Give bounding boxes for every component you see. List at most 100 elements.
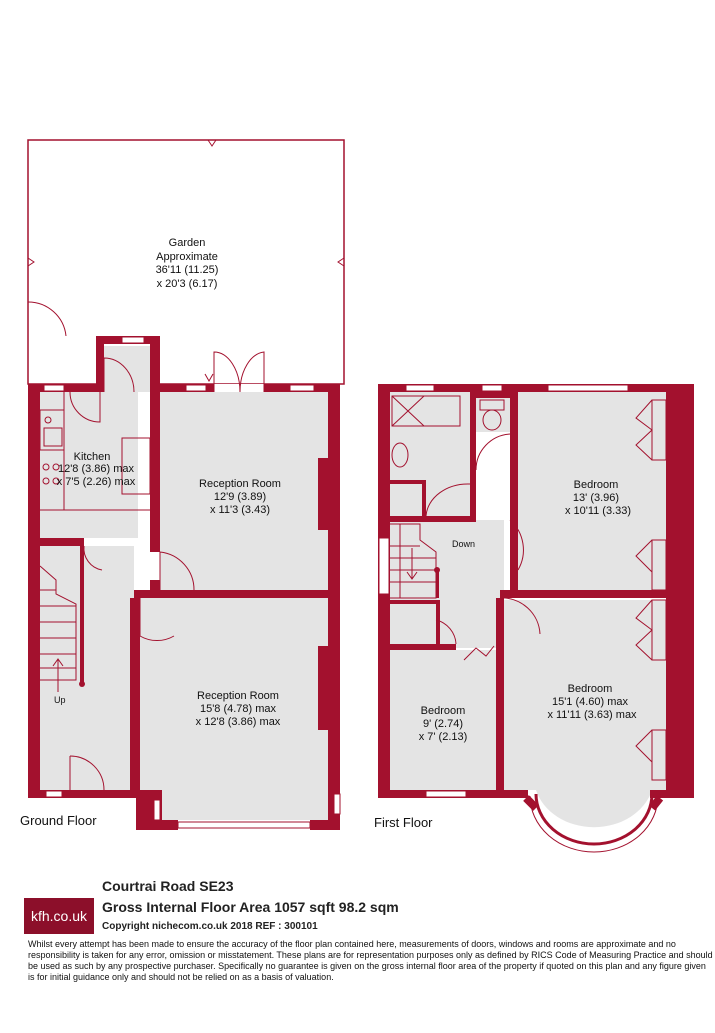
wall-wc-north (474, 392, 514, 398)
reception-room-2-floor (140, 598, 328, 820)
wall-porch-west (96, 336, 104, 392)
entry-arrow (204, 373, 214, 383)
french-door-right (239, 351, 265, 393)
wall-bedroom2-west (496, 598, 504, 790)
wall-hall-reception (130, 598, 140, 790)
first-floor-label: First Floor (374, 815, 433, 830)
shower-icon (391, 395, 425, 427)
garden-arrow-top (207, 139, 217, 147)
ground-floor-label: Ground Floor (20, 813, 97, 828)
wall-stub (150, 580, 160, 598)
bedroom-1-dim-1: 13' (3.96) (573, 492, 619, 504)
reception-room-2-dim-1: 15'8 (4.78) max (200, 703, 277, 715)
wall-ground-west (28, 384, 40, 798)
wall-first-north (378, 384, 694, 392)
bay-window-arc (534, 793, 654, 846)
bedroom-2-dim-2: x 11'11 (3.63) max (547, 709, 637, 721)
toilet-icon (482, 409, 502, 431)
bedroom-1-dim-2: x 10'11 (3.33) (565, 505, 631, 517)
wardrobe-3-doors (635, 599, 653, 661)
kitchen-dim-1: 12'8 (3.86) max (58, 463, 135, 475)
stair-balustrade (80, 546, 84, 684)
wall-bedroom1-south (500, 590, 666, 598)
landing-balustrade (436, 572, 439, 598)
hob-ring-icon (42, 477, 50, 485)
wall-cupboard-side (436, 600, 440, 648)
reception-room-1-floor (160, 392, 328, 590)
garden-arrow-right (337, 257, 345, 267)
first-floor: Bedroom 13' (3.96) x 10'11 (3.33) Bedroo… (374, 384, 694, 853)
bay-floor (536, 790, 652, 828)
chimney-breast-2 (318, 646, 328, 730)
bedroom-3-floor (390, 650, 496, 790)
garden-label: Garden (169, 237, 206, 249)
wall-bedroom3-north (390, 644, 456, 650)
chimney-breast-3 (666, 470, 694, 530)
sink-tap-icon (44, 416, 52, 424)
bedroom-3-dim-2: x 7' (2.13) (419, 731, 468, 743)
garden-door-swing (27, 301, 67, 337)
kfh-logo: kfh.co.uk (24, 898, 94, 934)
wall-porch-east (150, 336, 160, 392)
wardrobe-4 (651, 729, 667, 781)
bedroom-1-floor (518, 392, 666, 590)
newel-post (79, 681, 85, 687)
bay-wall-corners (523, 795, 664, 811)
bath-cupboard-side (422, 480, 426, 516)
wardrobe-4-doors (635, 729, 653, 763)
wardrobe-2-doors (635, 539, 653, 573)
chimney-breast-4 (666, 660, 694, 730)
kitchen-window (43, 384, 65, 392)
landing-newel-post (434, 567, 440, 573)
hob-ring-icon (42, 463, 50, 471)
bedroom-3-window (425, 790, 467, 798)
stairs-down-arrow-icon (406, 548, 418, 580)
hall-window (45, 790, 63, 798)
wall-bay-south-left (162, 820, 178, 830)
bedroom-1-label: Bedroom (574, 479, 619, 491)
property-address: Courtrai Road SE23 (102, 878, 234, 894)
wall-first-east (666, 384, 694, 798)
bath-cupboard-wall (390, 480, 422, 484)
reception-room-2-label: Reception Room (197, 690, 279, 702)
copyright: Copyright nichecom.co.uk 2018 REF : 3001… (102, 921, 318, 932)
floor-area: Gross Internal Floor Area 1057 sqft 98.2… (102, 899, 399, 915)
chimney-breast-1 (318, 458, 328, 530)
bedroom-2-floor (504, 600, 666, 790)
front-door-swing (69, 755, 105, 791)
kitchen-door-swing (69, 391, 101, 423)
wall-bay-east (310, 820, 340, 830)
bay-side-window (153, 799, 161, 821)
bedroom-3-label: Bedroom (421, 705, 466, 717)
bay-window-arc-outer (529, 795, 659, 853)
landing-window (378, 537, 390, 595)
wall-kitchen-hall (40, 538, 84, 546)
wall-cupboard (390, 600, 436, 604)
french-doors-opening (214, 384, 264, 392)
wc-floor (474, 392, 514, 432)
reception-room-1-label: Reception Room (199, 478, 281, 490)
wall-bath-wc (470, 392, 476, 522)
porch-door-swing (103, 357, 135, 393)
wall-reception-divider (134, 590, 340, 598)
wall-first-south-right (650, 790, 694, 798)
landing-floor (390, 520, 504, 648)
wall-hall-south (28, 790, 136, 798)
bedroom-3-dim-1: 9' (2.74) (423, 718, 463, 730)
wc-window (481, 384, 503, 392)
wardrobe-1-doors (635, 399, 653, 461)
bedroom-1-door-swing (509, 519, 524, 571)
first-stairs (390, 523, 440, 599)
fridge (121, 437, 151, 495)
reception-room-1-dim-1: 12'9 (3.89) (214, 491, 266, 503)
garden-arrow-left (27, 257, 35, 267)
bay-side-window-east (333, 793, 341, 815)
kitchen-dim-2: x 7'5 (2.26) max (57, 476, 136, 488)
reception-window-left (185, 384, 207, 392)
reception-room-1-dim-2: x 11'3 (3.43) (210, 504, 270, 516)
bay-window (177, 821, 311, 829)
stairs-up-label: Up (54, 695, 66, 705)
reception-door-1-swing (159, 551, 195, 591)
cupboard-door-swing (435, 619, 457, 645)
bedroom-2-dim-1: 15'1 (4.60) max (552, 696, 629, 708)
